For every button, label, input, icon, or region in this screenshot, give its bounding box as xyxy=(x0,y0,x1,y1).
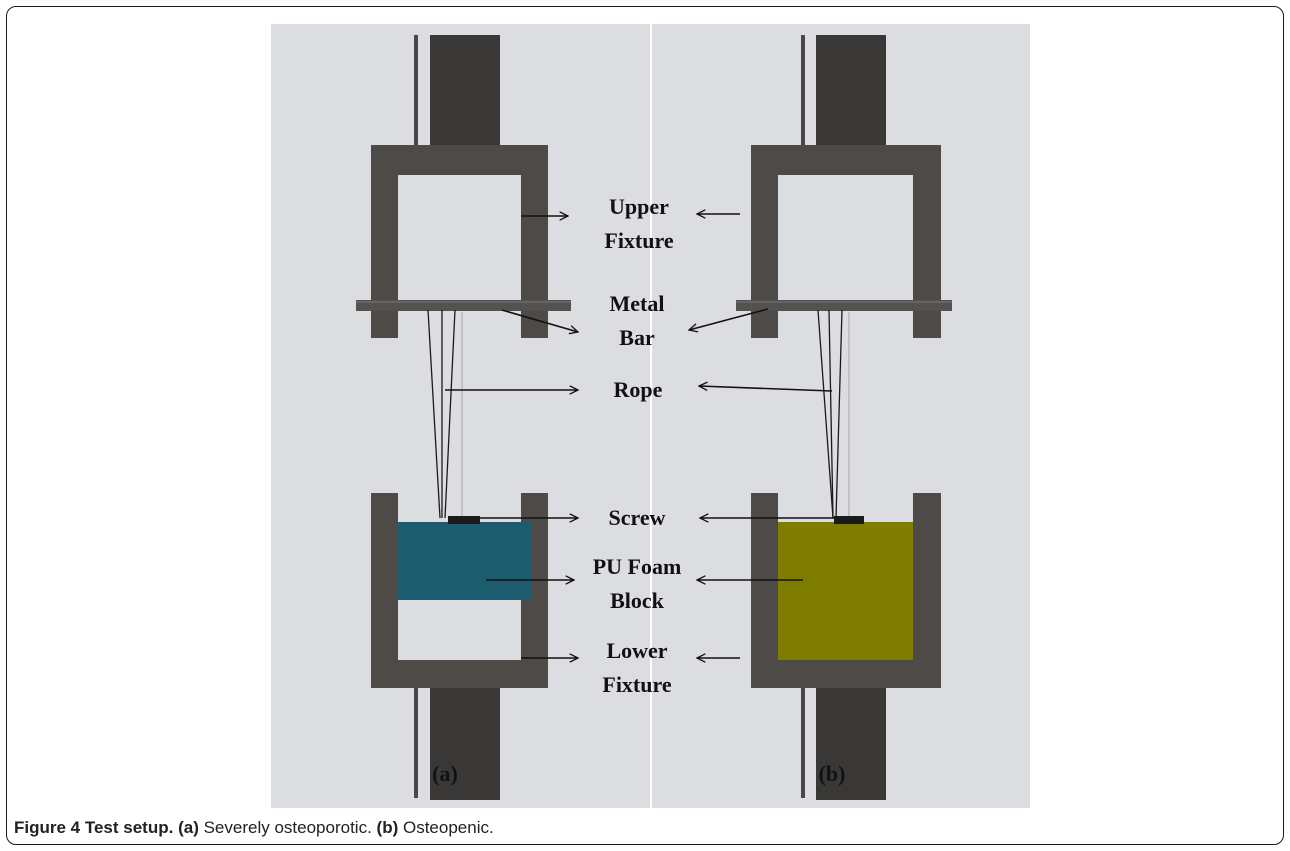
label-pu-foam-line2: Block xyxy=(610,588,665,613)
figure-caption: Figure 4 Test setup. (a) Severely osteop… xyxy=(14,818,494,838)
label-upper-fixture-line2: Fixture xyxy=(604,228,673,253)
lower-cylinder-b xyxy=(816,688,886,800)
upper-cylinder-a xyxy=(430,35,500,147)
metal-bar-b-shape xyxy=(736,300,952,311)
component-labels: Upper Fixture Metal Bar Rope Screw PU Fo… xyxy=(593,194,682,697)
rope-b xyxy=(817,309,850,519)
upper-guide-rod-b xyxy=(801,35,805,145)
label-metal-bar-line1: Metal xyxy=(610,291,665,316)
metal-bar-a xyxy=(356,300,571,311)
caption-figure-number: Figure 4 xyxy=(14,818,81,837)
metal-bar-a-shape xyxy=(356,300,571,311)
upper-cylinder-b xyxy=(816,35,886,147)
panel-b-label: (b) xyxy=(819,761,846,786)
caption-title: Test setup. xyxy=(84,818,174,837)
callout-arrows xyxy=(445,214,834,658)
lower-fixture-frame-a xyxy=(371,493,548,688)
arrow-rope-b xyxy=(699,386,833,392)
label-screw: Screw xyxy=(608,505,665,530)
lower-cylinder-a xyxy=(430,688,500,800)
upper-fixture-frame-b xyxy=(751,145,941,338)
lower-fixture-b xyxy=(751,493,941,800)
pu-foam-block-a xyxy=(398,522,531,600)
arrow-metal-bar-a xyxy=(501,309,578,332)
label-lower-fixture-line1: Lower xyxy=(606,638,667,663)
label-rope: Rope xyxy=(614,377,663,402)
upper-guide-rod-a xyxy=(414,35,418,145)
panel-a-label: (a) xyxy=(432,761,458,786)
screw-a xyxy=(448,516,480,524)
pu-foam-block-b xyxy=(778,522,913,660)
caption-b-text: Osteopenic. xyxy=(402,818,494,837)
rope-a xyxy=(427,309,463,519)
arrow-metal-bar-b xyxy=(689,308,769,330)
metal-bar-b xyxy=(736,300,952,311)
panel-b: (b) xyxy=(736,35,952,800)
lower-fixture-a xyxy=(371,493,548,800)
caption-a-text: Severely osteoporotic. xyxy=(203,818,372,837)
caption-a-tag: (a) xyxy=(178,818,199,837)
lower-guide-rod-b xyxy=(801,688,805,798)
label-pu-foam-line1: PU Foam xyxy=(593,554,682,579)
lower-fixture-frame-b xyxy=(751,493,941,688)
upper-fixture-b xyxy=(751,35,941,338)
label-upper-fixture-line1: Upper xyxy=(609,194,669,219)
caption-b-tag: (b) xyxy=(376,818,399,837)
label-metal-bar-line2: Bar xyxy=(619,325,655,350)
lower-guide-rod-a xyxy=(414,688,418,798)
label-lower-fixture-line2: Fixture xyxy=(602,672,671,697)
screw-b xyxy=(834,516,864,524)
